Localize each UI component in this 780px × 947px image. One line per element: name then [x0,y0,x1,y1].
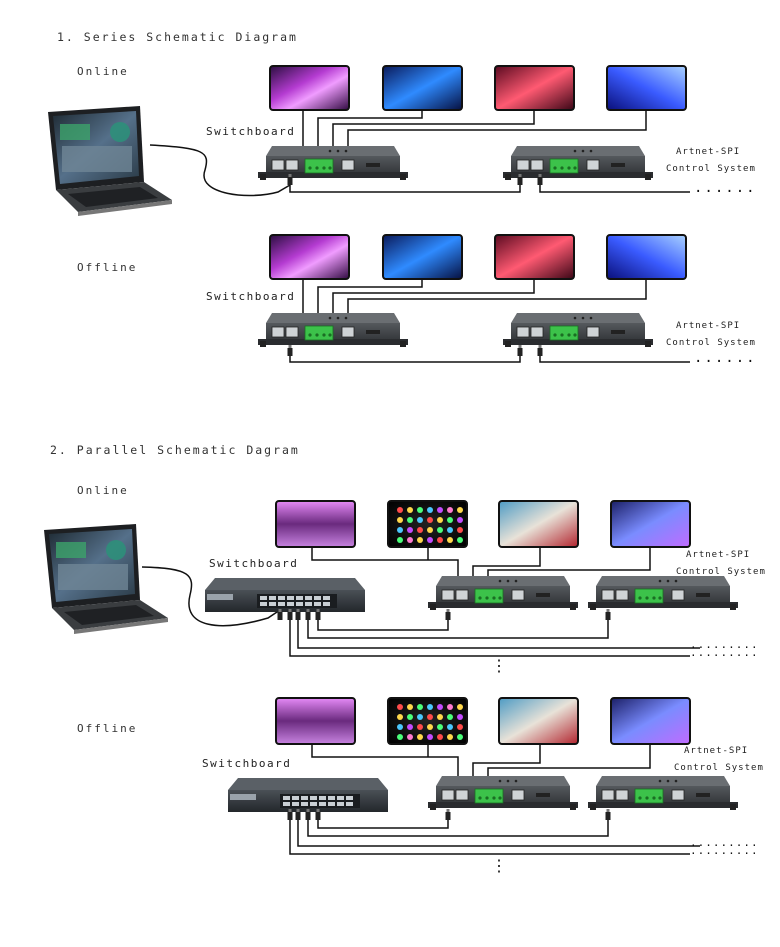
series-online-label: Online [77,65,129,78]
led-display-panel-icon [606,65,687,111]
controller-label-line2: Control System [666,164,756,174]
parallel-online-controller-label: Artnet-SPI Control System [676,547,766,581]
controller-label-line2: Control System [674,763,764,773]
series-online-continuation: ...... [694,180,757,196]
parallel-offline-switch-label: Switchboard [202,757,292,770]
led-display-panel-icon [269,234,350,280]
parallel-offline-diagram [228,697,739,855]
controller-device-icon [502,145,654,181]
parallel-online-diagram [44,500,739,657]
controller-label-line1: Artnet-SPI [686,550,751,560]
parallel-offline-continuation-2: ......... [690,844,759,857]
series-online-controller-label: Artnet-SPI Control System [666,144,756,178]
led-display-panel-icon [498,500,579,548]
network-switch-icon [228,778,388,812]
led-display-panel-icon [275,500,356,548]
controller-label-line1: Artnet-SPI [676,147,741,157]
series-offline-switch-label: Switchboard [206,290,296,303]
section2-title: 2. Parallel Schematic Dagram [50,443,300,457]
led-display-panel-icon [382,65,463,111]
controller-label-line1: Artnet-SPI [676,321,741,331]
parallel-online-continuation-2: ......... [690,646,759,659]
network-switch-icon [205,578,365,612]
controller-device-icon [427,775,579,811]
controller-device-icon [257,145,409,181]
controller-label-line2: Control System [666,338,756,348]
series-online-switch-label: Switchboard [206,125,296,138]
parallel-online-continuation: ......... [690,638,759,651]
series-offline-continuation: ...... [694,350,757,366]
series-online-diagram [48,65,690,216]
led-display-panel-icon [275,697,356,745]
controller-device-icon [587,775,739,811]
laptop-icon [44,524,168,634]
parallel-online-label: Online [77,484,129,497]
led-display-panel-icon [382,234,463,280]
series-offline-label: Offline [77,261,138,274]
parallel-online-vertical-continuation: ⋮ [491,656,507,675]
controller-device-icon [587,575,739,611]
controller-label-line2: Control System [676,567,766,577]
led-display-panel-icon [610,500,691,548]
parallel-online-switch-label: Switchboard [209,557,299,570]
led-display-panel-icon [498,697,579,745]
laptop-icon [48,106,172,216]
parallel-offline-vertical-continuation: ⋮ [491,856,507,875]
led-display-panel-icon [610,697,691,745]
led-display-panel-icon [269,65,350,111]
led-display-panel-icon [606,234,687,280]
parallel-offline-label: Offline [77,722,138,735]
led-display-panel-icon [494,234,575,280]
controller-device-icon [257,312,409,348]
section1-title: 1. Series Schematic Diagram [57,30,298,44]
controller-device-icon [502,312,654,348]
led-display-panel-icon [494,65,575,111]
controller-label-line1: Artnet-SPI [684,746,749,756]
series-offline-diagram [257,234,690,363]
parallel-offline-continuation: ......... [690,836,759,849]
parallel-offline-controller-label: Artnet-SPI Control System [674,743,764,777]
controller-device-icon [427,575,579,611]
series-offline-controller-label: Artnet-SPI Control System [666,318,756,352]
